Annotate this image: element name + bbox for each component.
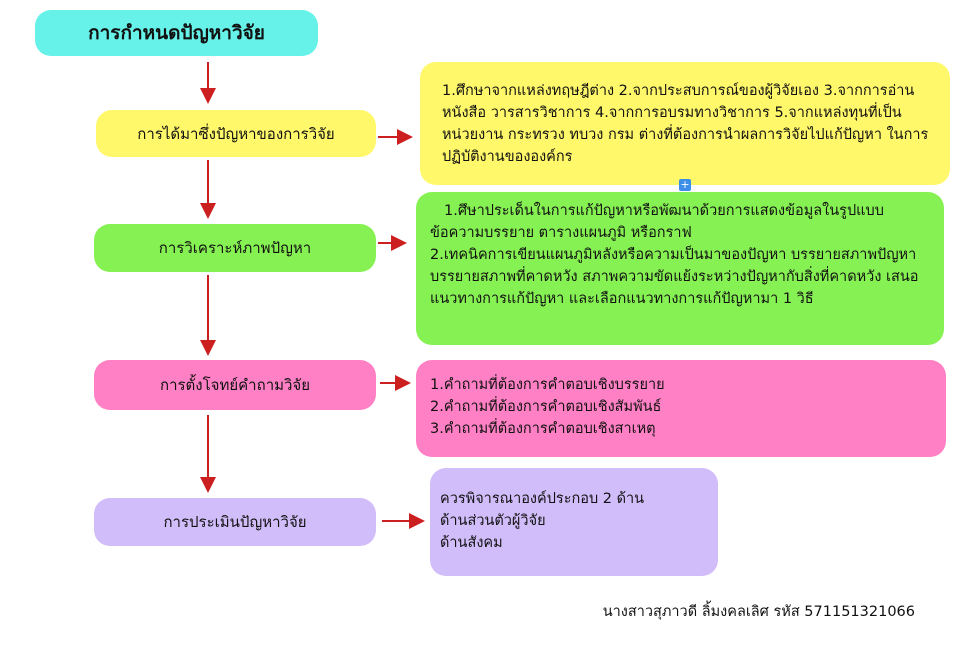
detail-line: 2.คำถามที่ต้องการคำตอบเชิงสัมพันธ์ bbox=[430, 399, 662, 415]
detail-text: 1.ศึกษาจากแหล่งทฤษฎีต่าง 2.จากประสบการณ์… bbox=[442, 82, 929, 165]
author-credit: นางสาวสุภาวดี ลิ้มงคลเลิศ รหัส 571151321… bbox=[602, 604, 915, 620]
detail-acquire: 1.ศึกษาจากแหล่งทฤษฎีต่าง 2.จากประสบการณ์… bbox=[420, 62, 950, 185]
detail-evaluate: ควรพิจารณาองค์ประกอบ 2 ด้าน ด้านส่วนตัวผ… bbox=[430, 468, 718, 576]
detail-line: ด้านสังคม bbox=[440, 535, 503, 551]
detail-line: 1.คำถามที่ต้องการคำตอบเชิงบรรยาย bbox=[430, 377, 665, 393]
step-evaluate: การประเมินปัญหาวิจัย bbox=[94, 498, 376, 546]
detail-line: ด้านส่วนตัวผู้วิจัย bbox=[440, 513, 546, 529]
add-icon[interactable]: + bbox=[679, 178, 691, 191]
detail-question: 1.คำถามที่ต้องการคำตอบเชิงบรรยาย 2.คำถาม… bbox=[416, 360, 946, 457]
detail-line: 3.คำถามที่ต้องการคำตอบเชิงสาเหตุ bbox=[430, 421, 656, 437]
step-label: การได้มาซึ่งปัญหาของการวิจัย bbox=[137, 124, 335, 143]
detail-line: ควรพิจารณาองค์ประกอบ 2 ด้าน bbox=[440, 491, 645, 507]
detail-line: 1.ศึษาประเด็นในการแก้ปัญหาหรือพัฒนาด้วยก… bbox=[430, 203, 884, 241]
step-label: การวิเคราะห์ภาพปัญหา bbox=[158, 239, 312, 257]
diagram-title: การกำหนดปัญหาวิจัย bbox=[35, 10, 318, 56]
step-label: การตั้งโจทย์คำถามวิจัย bbox=[160, 376, 310, 394]
step-question: การตั้งโจทย์คำถามวิจัย bbox=[94, 360, 376, 410]
title-text: การกำหนดปัญหาวิจัย bbox=[88, 22, 265, 44]
step-acquire: การได้มาซึ่งปัญหาของการวิจัย bbox=[96, 110, 376, 157]
detail-analyze: 1.ศึษาประเด็นในการแก้ปัญหาหรือพัฒนาด้วยก… bbox=[416, 192, 944, 345]
detail-line: 2.เทคนิคการเขียนแผนภูมิหลังหรือความเป็นม… bbox=[430, 247, 919, 307]
step-label: การประเมินปัญหาวิจัย bbox=[163, 513, 307, 531]
step-analyze: การวิเคราะห์ภาพปัญหา bbox=[94, 224, 376, 272]
